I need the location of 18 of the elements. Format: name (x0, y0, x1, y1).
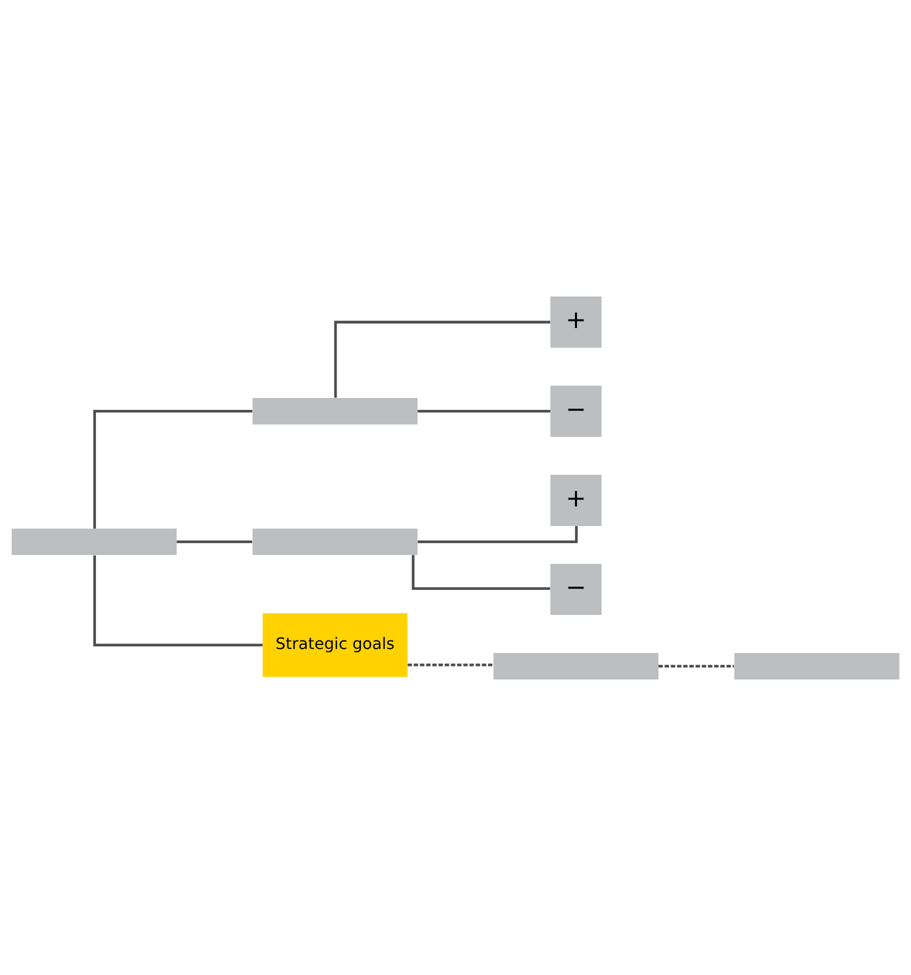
node-box: + (550, 296, 602, 348)
node-box: Strategic goals (262, 612, 408, 676)
connector (334, 320, 550, 398)
connector (93, 409, 252, 528)
connector (408, 663, 494, 666)
node-bar (252, 398, 418, 424)
node-bar (734, 652, 900, 679)
connector (418, 409, 550, 412)
node-bar (252, 528, 418, 555)
connector (93, 554, 263, 646)
node-box: − (550, 563, 602, 615)
node-box: + (550, 474, 602, 526)
node-bar (493, 652, 658, 679)
connector (412, 554, 550, 590)
connector (176, 540, 252, 543)
connector (658, 664, 734, 668)
node-bar (12, 528, 177, 555)
node-box: − (550, 385, 602, 436)
